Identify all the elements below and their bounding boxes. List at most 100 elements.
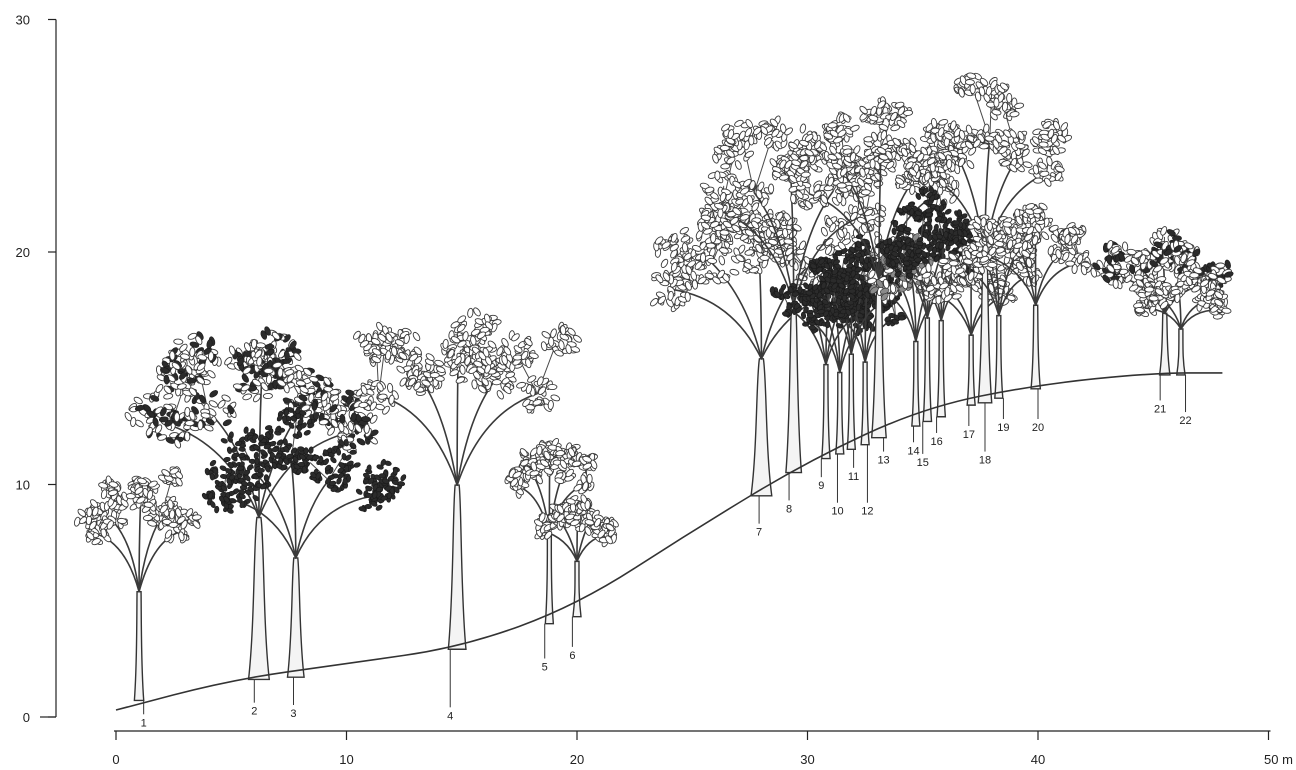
leaf: [149, 395, 160, 402]
leaf: [311, 401, 318, 411]
leaf: [323, 376, 331, 386]
leaf: [377, 393, 388, 400]
leaf: [346, 395, 354, 405]
leaf: [327, 426, 335, 436]
leaf: [825, 320, 831, 329]
leaf: [263, 474, 269, 482]
leaf: [459, 364, 466, 375]
leaf: [560, 325, 567, 336]
leaf: [91, 506, 99, 517]
leaf: [200, 412, 211, 419]
leaf: [185, 365, 193, 375]
leaf: [160, 407, 167, 417]
leaf: [297, 446, 305, 452]
tree-branch: [378, 394, 458, 486]
leaf: [1015, 142, 1026, 150]
leaf: [993, 97, 1000, 108]
leaf: [252, 393, 262, 403]
leaf: [684, 291, 691, 302]
leaf: [86, 531, 95, 541]
tree-trunk: [821, 363, 831, 460]
leaf: [863, 136, 874, 143]
tree-2: [124, 326, 379, 681]
leaf: [303, 430, 311, 436]
leaf: [148, 480, 158, 488]
leaf: [853, 260, 859, 268]
leaf: [344, 465, 350, 473]
tree-trunk: [994, 314, 1004, 399]
leaf: [361, 416, 371, 423]
leaf: [120, 498, 129, 508]
leaf: [442, 338, 449, 349]
leaf: [260, 382, 269, 392]
leaf: [106, 520, 114, 530]
leaf: [196, 362, 206, 371]
leaf: [251, 338, 258, 349]
leaf: [242, 366, 252, 375]
leaf: [1001, 101, 1009, 112]
leaf: [719, 229, 730, 236]
leaf: [241, 373, 249, 383]
leaf: [160, 367, 170, 374]
leaf: [1033, 177, 1044, 184]
leaf: [293, 352, 302, 361]
leaf: [205, 418, 215, 426]
leaf: [253, 451, 259, 460]
leaf: [271, 331, 281, 340]
leaf: [782, 311, 790, 317]
leaf: [176, 516, 186, 524]
leaf: [289, 340, 297, 350]
leaf: [339, 413, 346, 424]
leaf: [133, 396, 143, 405]
leaf: [887, 237, 893, 245]
leaf: [197, 354, 208, 361]
leaf: [157, 434, 167, 441]
leaf: [265, 348, 275, 356]
leaf: [173, 338, 184, 345]
leaf: [169, 467, 179, 475]
leaf: [805, 290, 813, 296]
leaf: [173, 412, 180, 423]
tree-trunk: [922, 317, 933, 423]
leaf: [949, 194, 958, 204]
tree-trunk: [447, 484, 467, 650]
leaf: [349, 449, 357, 455]
leaf: [271, 447, 279, 453]
leaf: [400, 474, 407, 482]
leaf: [134, 404, 145, 412]
leaf: [778, 287, 784, 296]
leaf: [948, 260, 959, 267]
leaf: [308, 375, 319, 383]
leaf: [660, 258, 669, 268]
leaf: [207, 408, 217, 417]
tree-branch: [294, 495, 374, 559]
tree-trunk: [835, 371, 845, 455]
leaf: [224, 356, 233, 366]
leaf: [209, 390, 219, 398]
leaf: [169, 509, 176, 520]
leaf: [164, 419, 174, 427]
leaf: [158, 416, 169, 423]
leaf: [850, 124, 860, 132]
leaf: [278, 457, 284, 465]
leaf: [338, 422, 345, 433]
tree-trunk: [572, 560, 582, 618]
leaf: [199, 394, 206, 404]
leaf: [744, 150, 755, 158]
leaf: [152, 417, 159, 427]
leaf: [951, 179, 958, 190]
leaf: [159, 504, 168, 514]
leaf: [914, 257, 922, 263]
leaf: [184, 431, 191, 442]
leaf: [354, 423, 363, 433]
leaf: [938, 257, 949, 265]
leaf: [195, 335, 203, 345]
leaf: [243, 342, 252, 352]
leaf: [929, 252, 937, 258]
leaf: [718, 255, 726, 266]
leaf: [958, 87, 965, 98]
leaf: [136, 496, 146, 504]
tree-trunk: [544, 533, 555, 625]
leaf: [329, 404, 338, 413]
